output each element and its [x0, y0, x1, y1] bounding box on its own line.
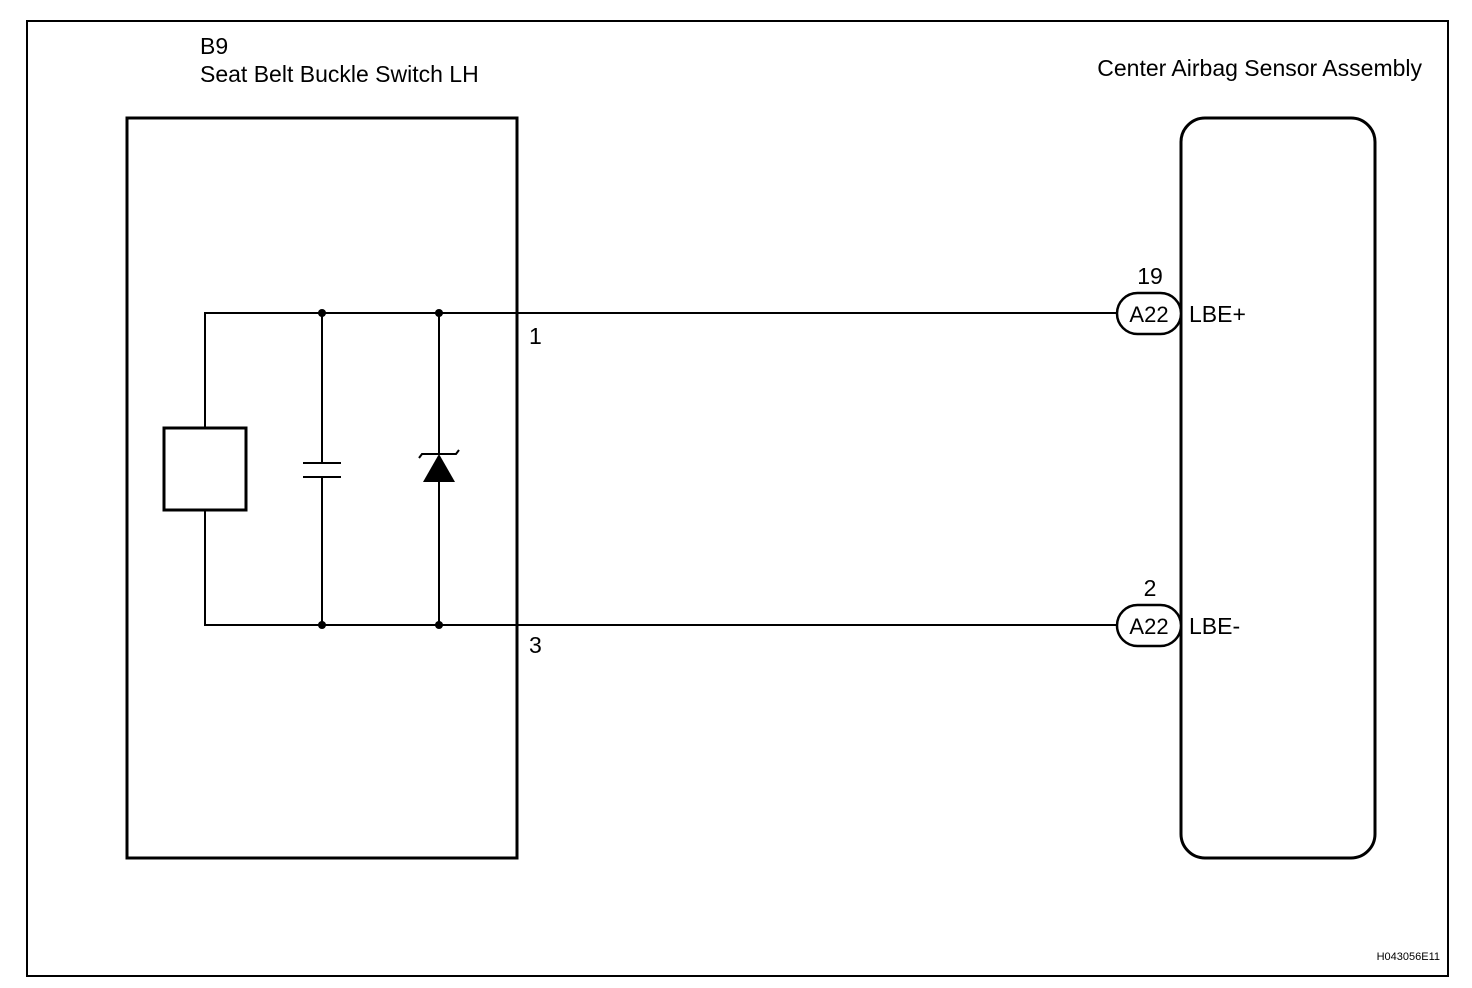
connector-oval [1115, 603, 1183, 648]
switch-component-name: Seat Belt Buckle Switch LH [200, 61, 479, 87]
sensor-component-name: Center Airbag Sensor Assembly [1097, 55, 1422, 81]
sensor-element-box [162, 426, 248, 512]
junction-dot [435, 309, 443, 317]
outer-frame [26, 20, 1449, 977]
zener-diode-bar [418, 449, 460, 459]
zener-diode-icon [423, 454, 455, 482]
terminal-pin-2: 2 [1144, 575, 1157, 601]
junction-dot [318, 621, 326, 629]
connector-a22-label: A22 [1129, 302, 1168, 327]
connector-oval [1115, 291, 1183, 336]
switch-pin-1: 1 [529, 323, 542, 349]
junction-dot [435, 621, 443, 629]
junction-dot [318, 309, 326, 317]
sensor-component-box [1179, 116, 1377, 860]
switch-internal-circuit [162, 309, 1117, 629]
switch-component-box [125, 116, 519, 860]
figure-id: H043056E11 [1377, 951, 1440, 963]
connector-a22-label: A22 [1129, 614, 1168, 639]
signal-lbe-minus: LBE- [1189, 613, 1240, 639]
terminal-pin-19: 19 [1137, 263, 1163, 289]
wire-lbe-minus [204, 510, 1117, 626]
switch-component-code: B9 [200, 33, 228, 59]
signal-lbe-plus: LBE+ [1189, 301, 1246, 327]
switch-pin-3: 3 [529, 632, 542, 658]
wire-lbe-plus [204, 312, 1117, 428]
